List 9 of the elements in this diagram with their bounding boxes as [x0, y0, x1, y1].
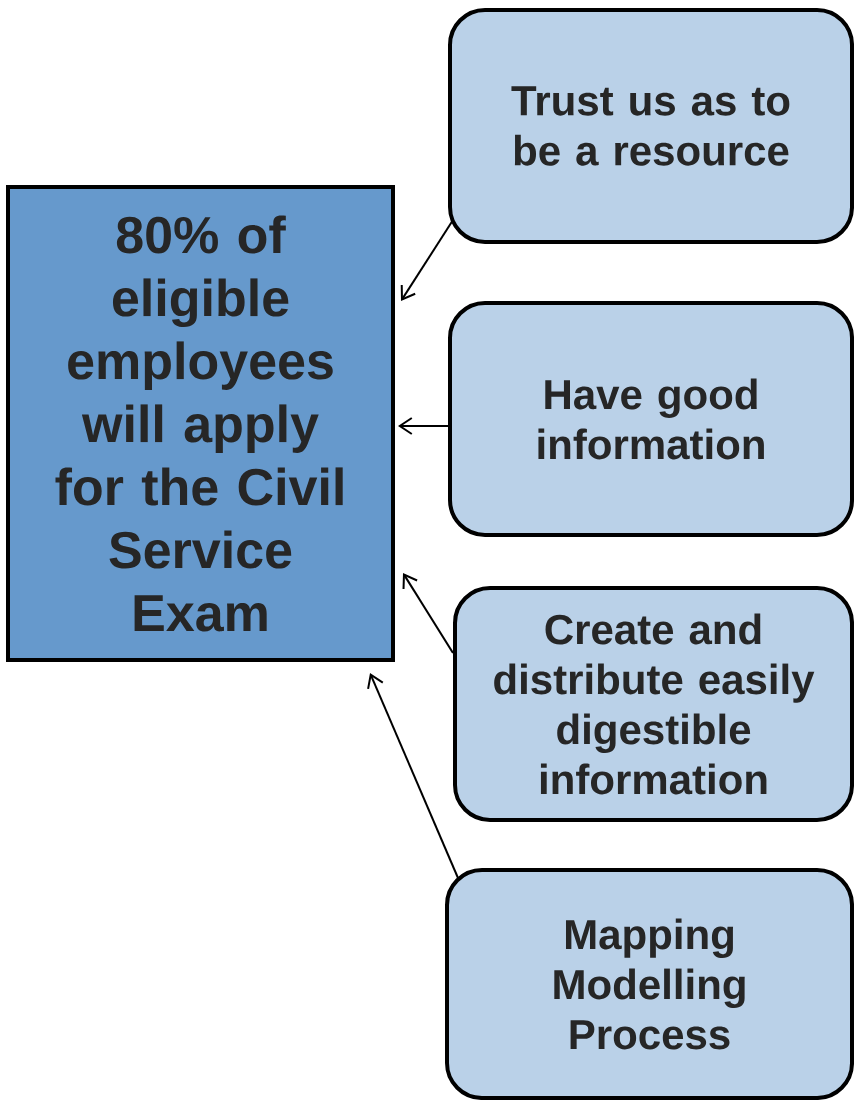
- factor-box: Have good information: [448, 301, 854, 537]
- arrow: [400, 219, 454, 301]
- factor-box: Create and distribute easily digestible information: [453, 586, 854, 822]
- factor-box: Trust us as to be a resource: [448, 8, 854, 244]
- arrow: [398, 417, 449, 435]
- arrow: [402, 573, 454, 654]
- factor-box: Mapping Modelling Process: [445, 868, 854, 1100]
- arrow: [367, 673, 459, 879]
- goal-box: 80% of eligible employees will apply for the Civil Service Exam: [6, 185, 395, 662]
